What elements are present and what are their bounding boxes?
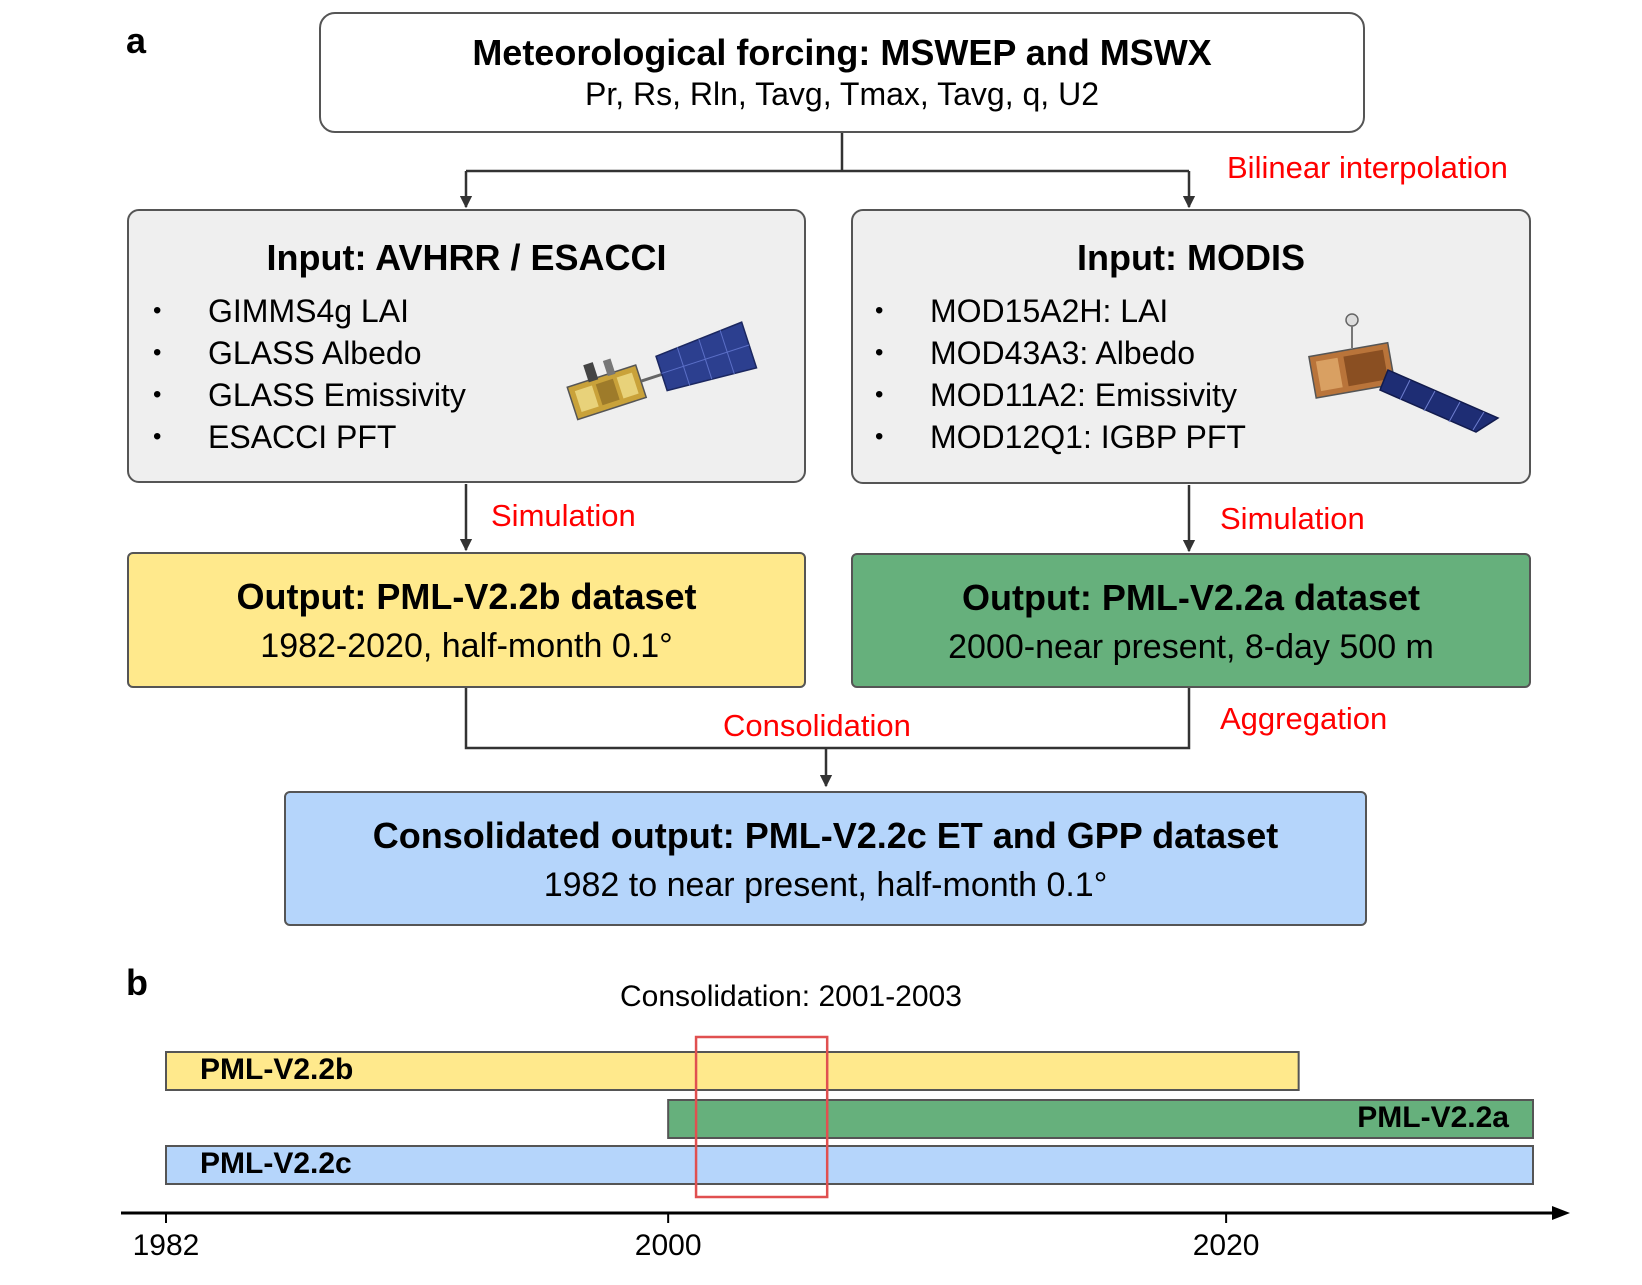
simulation-right-label: Simulation bbox=[1220, 501, 1365, 536]
bullet: • bbox=[875, 339, 884, 366]
list-item: •GLASS Emissivity bbox=[129, 374, 466, 416]
bullet: • bbox=[875, 381, 884, 408]
timeline-bar-label: PML-V2.2a bbox=[1357, 1101, 1509, 1134]
forcing-title: Meteorological forcing: MSWEP and MSWX bbox=[472, 32, 1212, 73]
time-axis-arrowhead bbox=[1552, 1206, 1570, 1220]
input-avhrr-list: •GIMMS4g LAI •GLASS Albedo •GLASS Emissi… bbox=[129, 290, 466, 458]
consolidation-label: Consolidation bbox=[723, 708, 911, 743]
input-modis-box: Input: MODIS bbox=[851, 209, 1531, 484]
timeline-bar-label: PML-V2.2b bbox=[200, 1053, 354, 1086]
list-item: •MOD11A2: Emissivity bbox=[851, 374, 1246, 416]
tick-label: 2000 bbox=[634, 1229, 702, 1262]
list-item: •GIMMS4g LAI bbox=[129, 290, 466, 332]
input-modis-title: Input: MODIS bbox=[1077, 237, 1305, 278]
bullet: • bbox=[153, 423, 162, 450]
avhrr-satellite-icon bbox=[566, 321, 758, 421]
bilinear-label: Bilinear interpolation bbox=[1227, 150, 1508, 185]
timeline-bar-label: PML-V2.2c bbox=[200, 1147, 352, 1180]
merge-line bbox=[464, 688, 1191, 750]
consolidated-sub: 1982 to near present, half-month 0.1° bbox=[543, 866, 1108, 904]
bullet: • bbox=[875, 423, 884, 450]
forcing-box: Meteorological forcing: MSWEP and MSWX P… bbox=[319, 12, 1365, 133]
simulation-left-label: Simulation bbox=[491, 498, 636, 533]
bullet: • bbox=[153, 297, 162, 324]
output-b-sub: 1982-2020, half-month 0.1° bbox=[260, 627, 673, 665]
timeline-bar-pml-v2-2a bbox=[667, 1099, 1534, 1139]
consolidated-box: Consolidated output: PML-V2.2c ET and GP… bbox=[284, 791, 1367, 926]
list-item: •MOD12Q1: IGBP PFT bbox=[851, 416, 1246, 458]
consolidation-window bbox=[694, 1035, 829, 1199]
bullet: • bbox=[153, 381, 162, 408]
output-a-box: Output: PML-V2.2a dataset 2000-near pres… bbox=[851, 553, 1531, 688]
output-b-title: Output: PML-V2.2b dataset bbox=[236, 576, 697, 617]
list-item: •GLASS Albedo bbox=[129, 332, 466, 374]
timeline-bar-pml-v2-2b bbox=[165, 1051, 1300, 1091]
input-avhrr-title: Input: AVHRR / ESACCI bbox=[266, 237, 667, 278]
list-item: •MOD43A3: Albedo bbox=[851, 332, 1246, 374]
consolidated-title: Consolidated output: PML-V2.2c ET and GP… bbox=[372, 815, 1279, 856]
bullet: • bbox=[153, 339, 162, 366]
aggregation-label: Aggregation bbox=[1220, 701, 1388, 736]
output-a-title: Output: PML-V2.2a dataset bbox=[961, 577, 1421, 618]
forcing-variables: Pr, Rs, Rln, Tavg, Tmax, Tavg, q, U2 bbox=[585, 76, 1099, 112]
output-b-box: Output: PML-V2.2b dataset 1982-2020, hal… bbox=[127, 552, 806, 688]
modis-satellite-icon bbox=[1308, 313, 1500, 433]
list-item: •ESACCI PFT bbox=[129, 416, 466, 458]
panel-label-a: a bbox=[126, 20, 147, 61]
bullet: • bbox=[875, 297, 884, 324]
tick-label: 2020 bbox=[1192, 1229, 1260, 1262]
input-modis-list: •MOD15A2H: LAI •MOD43A3: Albedo •MOD11A2… bbox=[851, 290, 1246, 458]
output-a-sub: 2000-near present, 8-day 500 m bbox=[948, 628, 1434, 666]
timeline-chart bbox=[121, 1035, 1570, 1223]
timeline-bar-pml-v2-2c bbox=[165, 1145, 1534, 1185]
panel-label-b: b bbox=[126, 962, 148, 1003]
tick-label: 1982 bbox=[132, 1229, 200, 1262]
list-item: •MOD15A2H: LAI bbox=[851, 290, 1246, 332]
timeline-title: Consolidation: 2001-2003 bbox=[620, 980, 962, 1013]
